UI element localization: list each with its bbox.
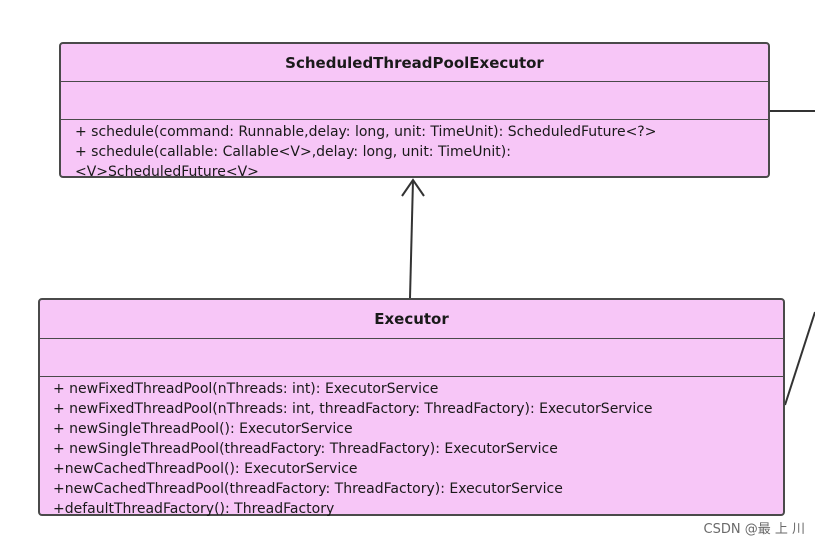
operation: +newCachedThreadPool(): ExecutorService <box>53 461 358 477</box>
operation: + newSingleThreadPool(): ExecutorService <box>53 421 353 437</box>
dependency-line <box>409 179 414 299</box>
operation: + newFixedThreadPool(nThreads: int): Exe… <box>53 381 439 397</box>
operation: + newFixedThreadPool(nThreads: int, thre… <box>53 401 653 417</box>
operation: +defaultThreadFactory(): ThreadFactory <box>53 501 335 517</box>
class-name: Executor <box>40 300 783 339</box>
class-scheduled-thread-pool-executor[interactable]: ScheduledThreadPoolExecutor + schedule(c… <box>59 42 770 180</box>
class-executor[interactable]: Executor + newFixedThreadPool(nThreads: … <box>38 298 785 519</box>
operation: + schedule(command: Runnable,delay: long… <box>75 124 657 140</box>
operations-compartment: + newFixedThreadPool(nThreads: int): Exe… <box>40 377 783 519</box>
operation: + schedule(callable: Callable<V>,delay: … <box>75 144 511 160</box>
class-name: ScheduledThreadPoolExecutor <box>61 44 768 82</box>
operations-compartment: + schedule(command: Runnable,delay: long… <box>61 120 768 182</box>
operation: + newSingleThreadPool(threadFactory: Thr… <box>53 441 558 457</box>
watermark: CSDN @最 上 川 <box>703 522 805 537</box>
operation: +newCachedThreadPool(threadFactory: Thre… <box>53 481 563 497</box>
offscreen-connector-bottom <box>784 311 815 406</box>
arrowhead <box>401 178 425 197</box>
attributes-compartment <box>40 339 783 377</box>
operation: <V>ScheduledFuture<V> <box>75 164 259 180</box>
attributes-compartment <box>61 82 768 120</box>
